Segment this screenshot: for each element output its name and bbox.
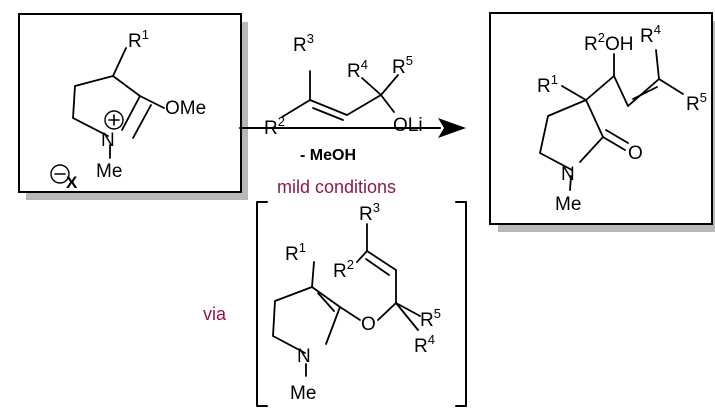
atom-o-carbonyl: O: [628, 143, 643, 164]
atom-r5-intermediate: R5: [420, 306, 441, 331]
right-bracket: [455, 201, 467, 407]
r2-bond: [281, 99, 311, 118]
atom-r4-intermediate: R4: [414, 332, 435, 357]
atom-me-lactam: Me: [555, 194, 581, 215]
alkene-product-bond: [627, 78, 660, 107]
r4-product-bond: [655, 49, 660, 80]
atom-r2oh: R2OH: [584, 30, 633, 55]
atom-oli: OLi: [393, 115, 423, 136]
intermediate-c-o-bond: [339, 306, 361, 321]
atom-me-intermediate: Me: [290, 383, 316, 404]
intermediate-r1-bond: [311, 261, 315, 288]
ring-c-n-bond: [121, 95, 141, 131]
atom-r4-reagent: R4: [347, 57, 368, 82]
ome-bond: [139, 95, 165, 109]
lactam-ring-bonds: [539, 99, 604, 171]
intermediate-ring-double-bond: [317, 292, 335, 312]
atom-n-lactam: N: [561, 164, 575, 185]
atom-r1-product: R1: [537, 72, 558, 97]
byproduct-label: - MeOH: [300, 147, 356, 164]
product: R2OH R4 R5 R1 O N Me: [489, 12, 715, 232]
atom-r3-intermediate: R3: [359, 200, 380, 225]
atom-x-counterion: X: [66, 173, 78, 192]
carbonyl-second-bond: [605, 129, 629, 144]
r1-bond: [112, 47, 127, 77]
r5-product-bond: [658, 78, 684, 95]
alkene-product-second-bond: [632, 86, 658, 100]
intermediate-alkene-second-bond: [365, 258, 390, 276]
intermediate-r5-bond: [395, 302, 421, 317]
atom-r1: R1: [128, 27, 149, 52]
vinyl-bond: [613, 75, 629, 107]
starting-material: R1 OMe N Me X: [18, 13, 248, 200]
left-bracket: [256, 201, 268, 407]
c-carbinol-bond: [346, 94, 382, 116]
iminium-double-bond: [132, 104, 152, 139]
minus-charge-circle: [50, 164, 70, 184]
oli-bond: [380, 94, 395, 113]
alkene-bond: [309, 99, 348, 116]
atom-me-iminium: Me: [96, 161, 122, 182]
atom-r4-product: R4: [640, 22, 661, 47]
via-label: via: [203, 304, 227, 324]
intermediate-ring-bonds: [272, 286, 341, 354]
product-box: [489, 12, 713, 225]
reagent-allyl-alkoxide: R3 R2 R4 R5 OLi: [264, 31, 423, 139]
intermediate-r4-bond: [395, 302, 419, 331]
atom-r5-product: R5: [686, 90, 707, 115]
atom-r5-reagent: R5: [392, 53, 413, 78]
atom-r3-reagent: R3: [293, 31, 314, 56]
atom-r2-reagent: R2: [264, 114, 285, 139]
mild-conditions-label: mild conditions: [277, 177, 396, 197]
r4-bond: [361, 77, 382, 96]
intermediate-ketene-aminal: R1 R2 R3 R5 R4 O N Me: [272, 200, 441, 404]
ring-bonds: [72, 75, 141, 137]
intermediate-o-c-bond: [377, 302, 397, 321]
atom-r2-intermediate: R2: [333, 257, 354, 282]
atom-r1-intermediate: R1: [285, 240, 306, 265]
r1-product-bond: [561, 85, 587, 101]
alkene-second-bond: [312, 107, 344, 121]
quaternary-carbinol-bond: [585, 75, 615, 101]
atom-n-intermediate: N: [297, 346, 311, 367]
r5-bond: [380, 74, 399, 96]
intermediate-alkene-bond: [366, 250, 397, 271]
arrow-head: [438, 118, 466, 138]
carbonyl-bond: [602, 136, 626, 151]
atom-n-iminium: N: [101, 130, 115, 151]
starting-box: [18, 13, 242, 193]
n-methyl-product-bond: [569, 175, 572, 191]
reaction-arrow: [239, 118, 466, 138]
intermediate-r2-bond: [356, 250, 368, 263]
plus-charge-circle: [104, 110, 124, 130]
intermediate-brackets: [256, 201, 467, 407]
atom-o-intermediate: O: [361, 314, 376, 335]
atom-ome: OMe: [165, 98, 206, 119]
